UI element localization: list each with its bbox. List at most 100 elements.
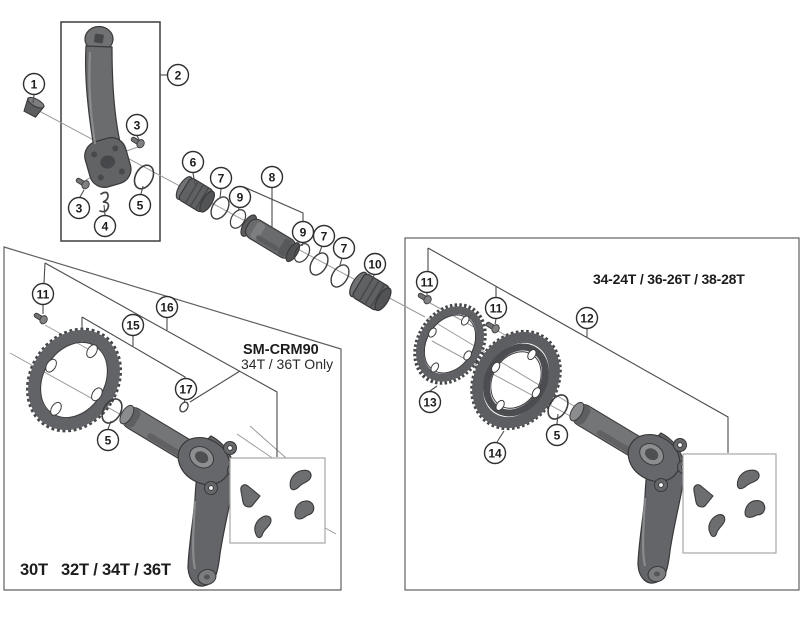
callout-number: 9 bbox=[237, 190, 244, 204]
cover-pieces-inset-left bbox=[229, 457, 326, 544]
bb-ring-7c bbox=[330, 264, 350, 288]
callout-6: 6 bbox=[181, 150, 205, 185]
callout-8: 8 bbox=[260, 165, 284, 228]
o-ring-spindle-left bbox=[101, 398, 123, 424]
callout-circle bbox=[31, 282, 55, 306]
bb-ring-7b bbox=[309, 252, 329, 276]
callout-13: 13 bbox=[418, 385, 442, 414]
callout-number: 9 bbox=[300, 225, 307, 239]
callout-number: 7 bbox=[321, 229, 328, 243]
callout-number: 11 bbox=[37, 287, 50, 301]
o-ring-spindle-right bbox=[547, 394, 569, 420]
small-o-ring-17 bbox=[179, 401, 189, 413]
callout-circle bbox=[260, 165, 284, 189]
callout-3: 3 bbox=[125, 113, 149, 142]
callout-circle bbox=[575, 306, 599, 330]
callout-number: 1 bbox=[31, 77, 38, 91]
callout-leader-line bbox=[301, 242, 304, 247]
callout-number: 8 bbox=[269, 170, 276, 184]
callout-number: 5 bbox=[105, 433, 112, 447]
callout-circle bbox=[291, 220, 315, 244]
bb-inner-sleeve bbox=[240, 214, 301, 263]
callout-leader-line bbox=[107, 420, 112, 430]
safety-clip bbox=[99, 191, 110, 213]
callout-leader-line bbox=[192, 172, 196, 185]
callout-circle bbox=[483, 441, 507, 465]
bb-cup-right bbox=[345, 268, 396, 315]
callout-number: 5 bbox=[554, 428, 561, 442]
chainring-outer-double bbox=[470, 329, 562, 431]
callout-leader-line bbox=[429, 385, 438, 392]
callout-circle bbox=[332, 236, 356, 260]
callout-12: 12 bbox=[575, 306, 599, 337]
callout-circle bbox=[67, 196, 91, 220]
callout-16: 16 bbox=[155, 295, 179, 330]
callout-circle bbox=[128, 193, 152, 217]
callout-3: 3 bbox=[67, 189, 91, 220]
callout-5: 5 bbox=[545, 413, 569, 447]
callout-leader-line bbox=[339, 257, 343, 266]
callout-5: 5 bbox=[96, 420, 120, 452]
callout-9: 9 bbox=[291, 220, 315, 247]
right-teeth-options-label: 34-24T / 36-26T / 38-28T bbox=[593, 271, 745, 287]
sm-crm90-pointer-line bbox=[189, 370, 241, 403]
callout-leader-line bbox=[556, 413, 559, 425]
callout-10: 10 bbox=[363, 252, 387, 282]
chainring-single bbox=[25, 327, 123, 433]
callout-leader-line bbox=[32, 94, 35, 104]
callout-circle bbox=[228, 185, 252, 209]
callout-leader-line bbox=[496, 430, 505, 443]
callout-leader-line bbox=[140, 185, 144, 195]
callout-number: 14 bbox=[488, 446, 502, 460]
chainring-inner-double bbox=[413, 303, 487, 385]
callout-number: 4 bbox=[102, 219, 109, 233]
callout-number: 6 bbox=[190, 155, 197, 169]
callout-leader-line bbox=[371, 274, 375, 282]
callout-number: 17 bbox=[179, 382, 193, 396]
cover-pieces-inset-right bbox=[682, 453, 777, 554]
callout-circle bbox=[121, 313, 145, 337]
callout-number: 10 bbox=[368, 257, 382, 271]
callout-circle bbox=[174, 377, 198, 401]
callout-number: 11 bbox=[490, 301, 503, 315]
callout-circle bbox=[93, 214, 117, 238]
left-crank-arm bbox=[84, 25, 132, 188]
callout-circle bbox=[312, 224, 336, 248]
callout-leader-line bbox=[219, 188, 222, 199]
callout-leader-line bbox=[494, 318, 497, 325]
bb-ring-9b bbox=[293, 243, 311, 263]
bb-ring-7a bbox=[210, 196, 230, 220]
left-teeth-options-label: 30T 32T / 34T / 36T bbox=[20, 561, 171, 579]
callout-number: 5 bbox=[137, 198, 144, 212]
callout-number: 15 bbox=[126, 318, 140, 332]
callout-9: 9 bbox=[228, 185, 252, 212]
callout-leader-line bbox=[79, 189, 85, 198]
callout-circle bbox=[415, 270, 439, 294]
callout-brackets bbox=[43, 186, 729, 457]
callout-circle bbox=[155, 295, 179, 319]
callout-circle bbox=[363, 252, 387, 276]
crank-cap bbox=[23, 96, 45, 118]
callout-circle bbox=[181, 150, 205, 174]
callout-2: 2 bbox=[160, 63, 190, 87]
callout-leader-line bbox=[318, 245, 323, 255]
callout-number: 3 bbox=[134, 118, 141, 132]
callout-leader-line bbox=[237, 207, 240, 212]
callout-circle bbox=[484, 296, 508, 320]
bb-ring-9a bbox=[229, 209, 247, 229]
callout-4: 4 bbox=[93, 204, 117, 238]
model-sub-label: 34T / 36T Only bbox=[241, 356, 333, 372]
callout-circle bbox=[166, 63, 190, 87]
callout-number: 11 bbox=[421, 275, 434, 289]
callout-17: 17 bbox=[174, 377, 198, 404]
callout-leader-line bbox=[136, 135, 141, 142]
callout-circle bbox=[96, 428, 120, 452]
callout-11: 11 bbox=[31, 282, 55, 314]
o-ring-crank bbox=[133, 164, 155, 190]
callout-circle bbox=[545, 423, 569, 447]
callout-leader-line bbox=[103, 204, 106, 216]
callout-circle bbox=[418, 390, 442, 414]
